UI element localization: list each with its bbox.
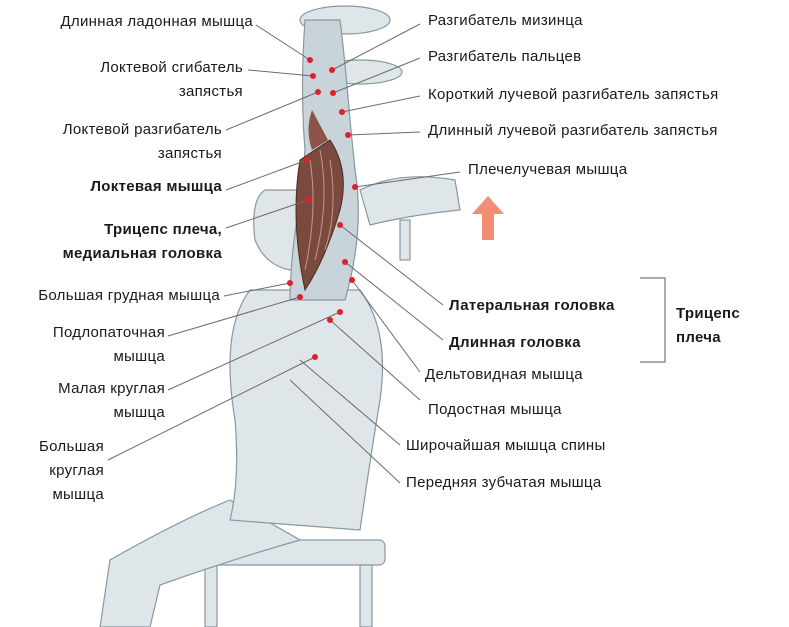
dumbbell-handle xyxy=(399,219,411,261)
label-deltoid: Дельтовидная мышца xyxy=(425,366,583,383)
label-palmaris-longus: Длинная ладонная мышца xyxy=(60,13,253,30)
leader-lines xyxy=(107,23,461,484)
label-triceps-group: Трицепс плеча xyxy=(676,302,740,350)
label-line: медиальная головка xyxy=(62,245,222,262)
label-triceps-medial-head: Трицепс плеча, медиальная головка xyxy=(63,218,222,266)
triceps-bracket xyxy=(640,277,666,363)
label-line: Трицепс плеча, xyxy=(104,221,222,238)
other-arm xyxy=(359,176,461,226)
label-brachioradialis: Плечелучевая мышца xyxy=(468,161,628,178)
label-line: Трицепс xyxy=(676,305,741,322)
label-pectoralis-major: Большая грудная мышца xyxy=(38,287,220,304)
label-teres-minor: Малая круглая мышца xyxy=(58,377,165,425)
label-lateral-head: Латеральная головка xyxy=(449,297,615,314)
label-infraspinatus: Подостная мышца xyxy=(428,401,562,418)
label-latissimus-dorsi: Широчайшая мышца спины xyxy=(406,437,606,454)
label-line: круглая xyxy=(49,462,104,479)
label-line: Большая xyxy=(38,438,104,455)
label-ext-carpi-radialis-longus: Длинный лучевой разгибатель запястья xyxy=(428,122,718,139)
label-subscapularis: Подлопаточная мышца xyxy=(53,321,165,369)
label-serratus-anterior: Передняя зубчатая мышца xyxy=(406,474,602,491)
label-line: запястья xyxy=(178,83,243,100)
triceps-muscle xyxy=(295,110,344,292)
label-line: запястья xyxy=(157,145,222,162)
torso xyxy=(229,289,384,531)
label-extensor-digitorum: Разгибатель пальцев xyxy=(428,48,582,65)
label-extensor-carpi-ulnaris: Локтевой разгибатель запястья xyxy=(63,118,222,166)
label-line: Локтевой сгибатель xyxy=(100,59,243,76)
label-line: Малая круглая xyxy=(58,380,165,397)
leg xyxy=(99,499,302,627)
label-anconeus: Локтевая мышца xyxy=(90,178,222,195)
label-ext-carpi-radialis-brevis: Короткий лучевой разгибатель запястья xyxy=(428,86,719,103)
stool-leg xyxy=(359,564,373,627)
upward-arrow-icon xyxy=(472,196,504,240)
label-long-head: Длинная головка xyxy=(449,334,581,351)
marker-dots xyxy=(287,57,358,360)
label-line: мышца xyxy=(113,404,165,421)
label-flexor-carpi-ulnaris: Локтевой сгибатель запястья xyxy=(100,56,243,104)
stool-leg xyxy=(204,564,218,627)
label-line: мышца xyxy=(52,486,104,503)
label-line: мышца xyxy=(113,348,165,365)
label-extensor-digiti-minimi: Разгибатель мизинца xyxy=(428,12,583,29)
label-teres-major: Большая круглая мышца xyxy=(39,435,104,507)
label-line: плеча xyxy=(676,329,721,346)
label-line: Подлопаточная xyxy=(52,324,165,341)
label-line: Локтевой разгибатель xyxy=(62,121,222,138)
